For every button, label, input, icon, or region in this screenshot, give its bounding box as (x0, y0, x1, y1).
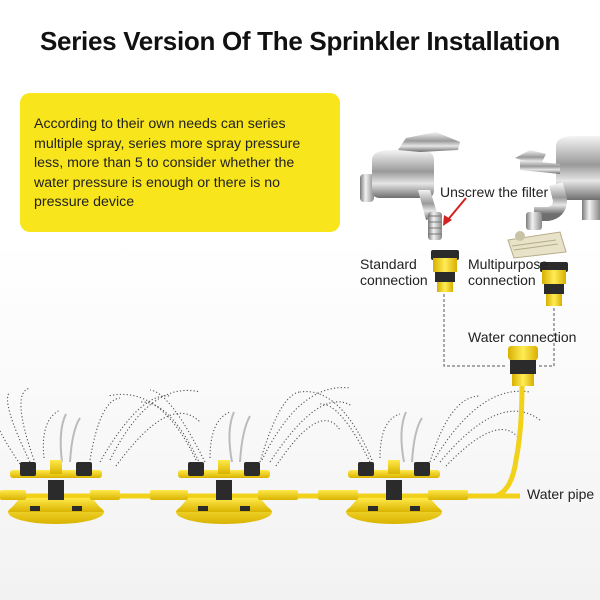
unscrew-filter-label: Unscrew the filter (440, 184, 549, 200)
water-connector-icon (508, 346, 538, 386)
connector-icon (431, 250, 459, 292)
multipurpose-connection-label: Multipurpose connection (468, 256, 549, 288)
connector-icon (540, 262, 568, 306)
water-spray (0, 387, 541, 467)
info-note: According to their own needs can series … (20, 93, 340, 232)
water-pipe-label: Water pipe (527, 486, 595, 502)
fountain-jet (59, 411, 423, 463)
multipurpose-adapter-icon (507, 231, 567, 259)
faucet-multipurpose-icon (515, 136, 600, 230)
standard-connection-label: Standard connection (360, 256, 428, 288)
connection-guide (443, 294, 555, 367)
page-title: Series Version Of The Sprinkler Installa… (40, 26, 560, 56)
info-note-text: According to their own needs can series … (34, 116, 301, 210)
faucet-standard-icon (360, 132, 460, 240)
water-connection-label: Water connection (468, 329, 577, 345)
sprinkler-icon (318, 460, 468, 524)
sprinkler-icon (150, 460, 298, 524)
water-pipe-line (494, 385, 525, 499)
sprinkler-icon (0, 460, 120, 524)
arrow-icon (443, 197, 467, 226)
